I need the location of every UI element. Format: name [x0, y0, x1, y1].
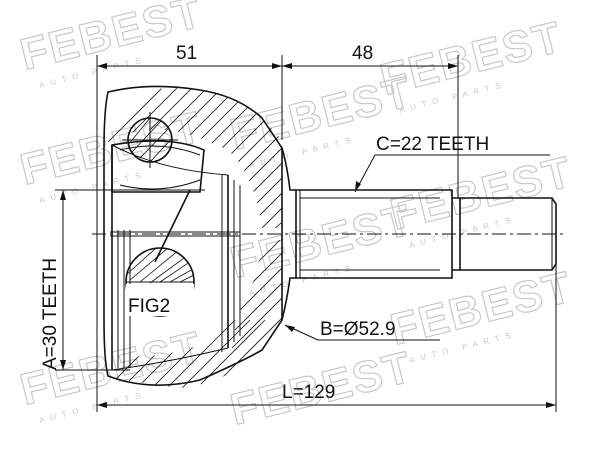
extension-lines — [55, 55, 557, 412]
dimension-stub-length: 48 — [282, 43, 458, 69]
leader-outer-diameter: B=Ø52.9 — [284, 319, 440, 341]
dimension-outer-length: 51 — [97, 43, 282, 69]
dimension-outer-length-label: 51 — [176, 43, 197, 64]
dimension-stub-length-label: 48 — [352, 43, 373, 64]
stub-shaft — [295, 189, 557, 279]
leader-stub-spline: C=22 TEETH — [354, 134, 550, 193]
fig2-callout: FIG2 — [125, 247, 195, 317]
inner-race — [111, 112, 205, 263]
dimension-total-length: L=129 — [97, 382, 556, 408]
fig2-label: FIG2 — [128, 296, 170, 317]
leader-stub-spline-label: C=22 TEETH — [376, 134, 489, 155]
dimension-inner-spline-label: A=30 TEETH — [40, 258, 61, 370]
dimension-inner-spline: A=30 TEETH — [40, 190, 66, 370]
leader-outer-diameter-label: B=Ø52.9 — [320, 319, 396, 340]
dimension-total-length-label: L=129 — [282, 382, 335, 403]
